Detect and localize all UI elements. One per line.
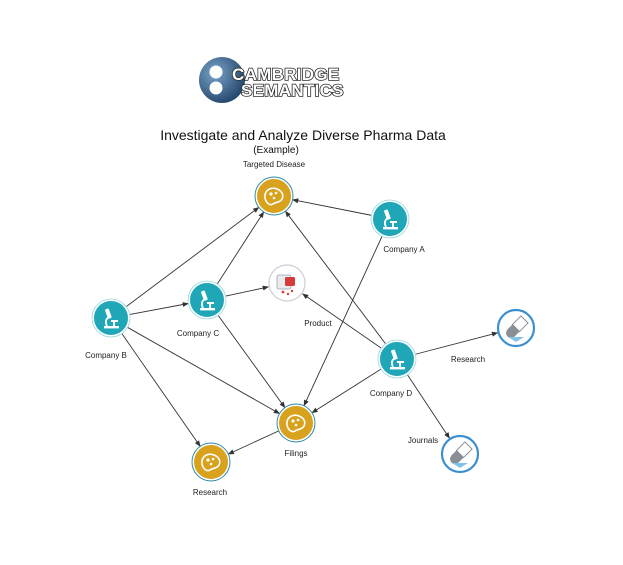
node-company-a[interactable] <box>370 199 410 239</box>
edge-company-b-to-company-c <box>128 302 189 316</box>
company-icon <box>91 298 131 338</box>
edge-company-b-to-research-bottom <box>120 332 201 447</box>
edge-company-c-to-targeted-disease <box>216 211 265 286</box>
node-label-company-b: Company B <box>85 351 127 360</box>
node-label-filings: Filings <box>284 449 307 458</box>
document-icon <box>440 434 480 474</box>
logo-line2: SEMANTICS <box>241 81 344 100</box>
node-research-top[interactable] <box>496 308 536 348</box>
diagram-subtitle: (Example) <box>253 145 299 156</box>
company-icon <box>370 199 410 239</box>
edge-company-d-to-targeted-disease <box>285 210 387 345</box>
node-journals[interactable] <box>440 434 480 474</box>
node-label-company-a: Company A <box>383 245 425 254</box>
node-label-company-c: Company C <box>177 329 219 338</box>
cambridge-semantics-logo: CAMBRIDGE SEMANTICS <box>199 57 344 103</box>
edge-layer <box>120 198 499 455</box>
disease-icon <box>191 442 231 482</box>
product-icon <box>268 264 306 302</box>
logo-globe-icon <box>199 57 245 103</box>
node-company-b[interactable] <box>91 298 131 338</box>
edge-company-d-to-journals <box>406 373 450 439</box>
node-label-research-bottom: Research <box>193 488 227 497</box>
node-label-journals: Journals <box>408 436 438 445</box>
node-label-product: Product <box>304 319 332 328</box>
edge-filings-to-research-bottom <box>227 430 280 455</box>
edge-company-d-to-filings <box>311 368 383 414</box>
logo-line1: CAMBRIDGE <box>232 65 340 84</box>
node-product[interactable] <box>268 264 306 302</box>
node-label-targeted-disease: Targeted Disease <box>243 160 306 169</box>
company-icon <box>377 339 417 379</box>
disease-icon <box>276 403 316 443</box>
edge-company-c-to-filings <box>217 314 286 409</box>
disease-icon <box>254 176 294 216</box>
diagram-title: Investigate and Analyze Diverse Pharma D… <box>160 127 446 143</box>
edge-company-b-to-filings <box>126 326 281 414</box>
node-research-bottom[interactable] <box>191 442 231 482</box>
node-label-research-top: Research <box>451 355 485 364</box>
edge-company-c-to-product <box>224 285 270 297</box>
edge-company-b-to-targeted-disease <box>125 207 260 308</box>
document-icon <box>496 308 536 348</box>
node-company-d[interactable] <box>377 339 417 379</box>
node-company-c[interactable] <box>187 280 227 320</box>
edge-company-d-to-research-top <box>414 331 499 355</box>
node-targeted-disease[interactable] <box>254 176 294 216</box>
edge-company-d-to-product <box>302 293 383 350</box>
company-icon <box>187 280 227 320</box>
edge-company-a-to-filings <box>303 235 383 407</box>
edge-company-a-to-targeted-disease <box>291 198 373 216</box>
node-filings[interactable] <box>276 403 316 443</box>
node-label-company-d: Company D <box>370 389 412 398</box>
